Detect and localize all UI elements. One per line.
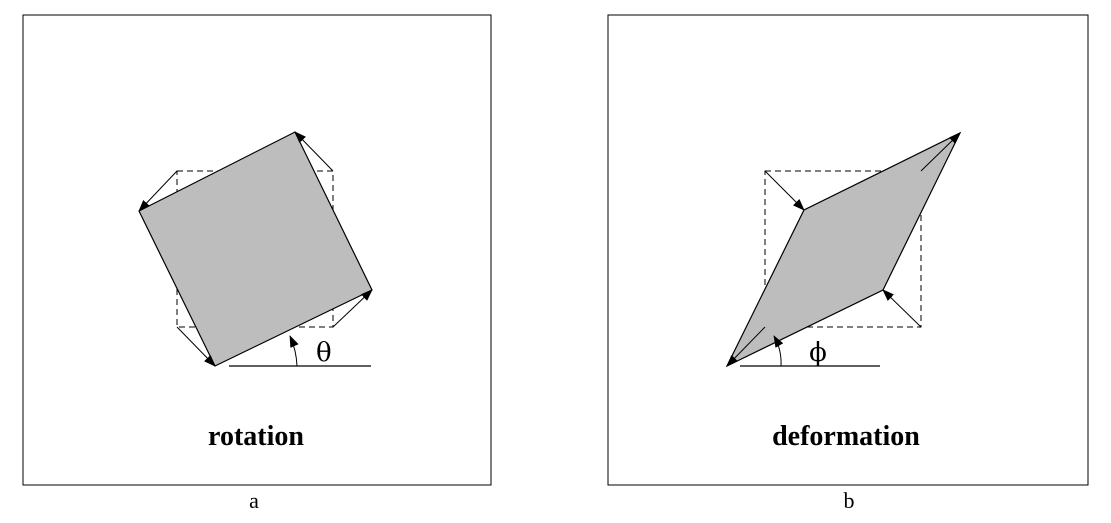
displacement-arrow-top-left: [138, 170, 178, 212]
angle-label-phi: ϕ: [809, 338, 827, 368]
displacement-arrow-top-right: [294, 131, 334, 172]
deformed-rhombus: [725, 131, 962, 368]
displacement-arrow-top-left: [764, 170, 805, 211]
displacement-arrow-bottom-left: [726, 326, 766, 367]
displacement-arrow-top-right: [920, 132, 961, 172]
angle-arc: [289, 335, 299, 367]
angle-label-theta: θ: [316, 338, 332, 368]
panel-rotation: θ rotation: [22, 14, 492, 486]
angle-arc: [773, 335, 784, 367]
panel-frame: [607, 14, 1089, 486]
displacement-arrow-bottom-left: [176, 326, 216, 367]
title-deformation: deformation: [772, 421, 920, 452]
rotated-square: [138, 131, 373, 367]
caption-b: b: [844, 488, 855, 513]
displacement-arrow-bottom-right: [882, 289, 922, 328]
panel-deformation: ϕ deformation: [607, 14, 1089, 486]
panel-frame: [22, 14, 492, 486]
displacement-arrow-bottom-right: [332, 289, 373, 328]
title-rotation: rotation: [208, 421, 304, 452]
caption-a: a: [249, 488, 259, 513]
original-square: [764, 170, 922, 328]
